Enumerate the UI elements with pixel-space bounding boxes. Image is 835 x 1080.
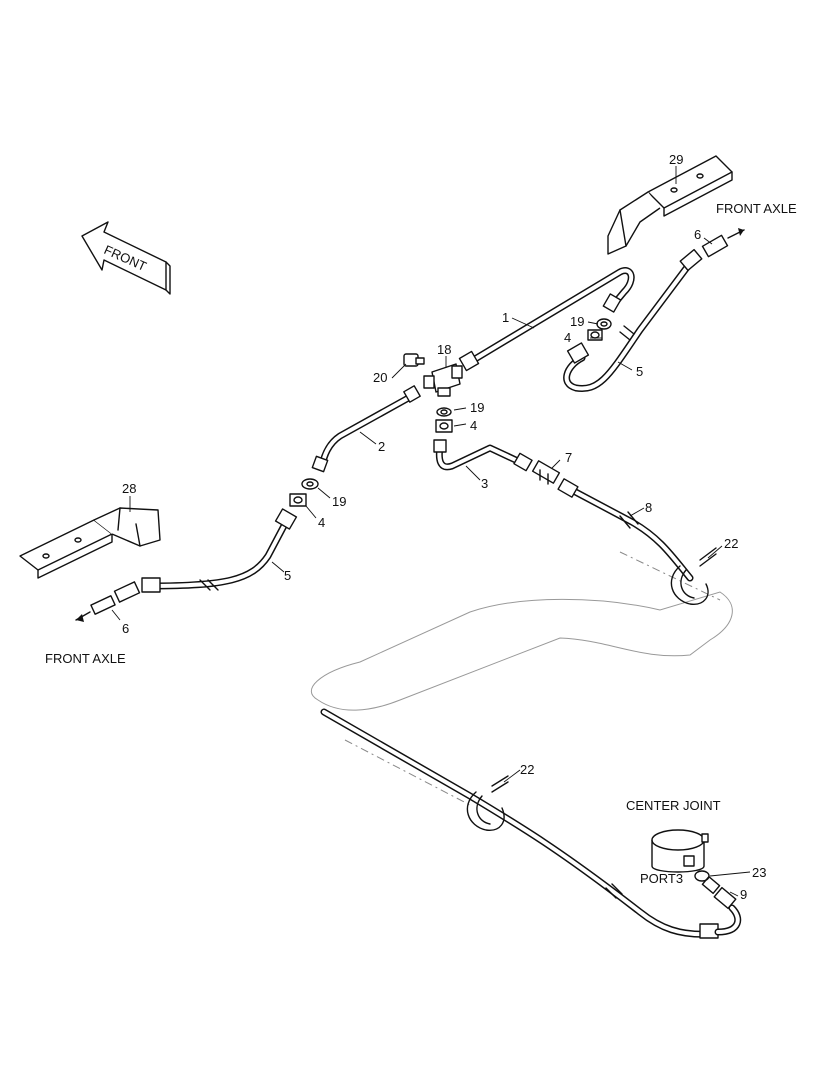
callout-28: 28 xyxy=(122,481,136,496)
callout-4-left: 4 xyxy=(318,515,325,530)
callout-19-center: 19 xyxy=(470,400,484,415)
washer-19-center xyxy=(436,407,452,417)
callout-18: 18 xyxy=(437,342,451,357)
o-ring-23 xyxy=(694,870,710,882)
callout-4-upper: 4 xyxy=(564,330,571,345)
clamp-22-upper xyxy=(670,547,717,605)
callout-19-left: 19 xyxy=(332,494,346,509)
caption-center-joint: CENTER JOINT xyxy=(626,798,721,813)
center-joint xyxy=(651,829,709,873)
tee-fitting-18 xyxy=(423,363,463,397)
tube-2 xyxy=(311,385,421,473)
nut-4-center xyxy=(435,419,453,433)
fitting-6-lower xyxy=(75,581,141,622)
caption-front-axle-left: FRONT AXLE xyxy=(45,651,126,666)
callout-8: 8 xyxy=(645,500,652,515)
nut-4-upper xyxy=(587,329,603,341)
callout-4-center: 4 xyxy=(470,418,477,433)
callout-6-lower: 6 xyxy=(122,621,129,636)
clamp-22-lower xyxy=(466,775,509,831)
washer-19-left xyxy=(301,478,319,490)
callout-22-lower: 22 xyxy=(520,762,534,777)
tube-3 xyxy=(433,439,533,472)
callout-20: 20 xyxy=(373,370,387,385)
caption-front-axle-top: FRONT AXLE xyxy=(716,201,797,216)
callout-23: 23 xyxy=(752,865,766,880)
washer-19-upper xyxy=(596,318,612,330)
callout-3: 3 xyxy=(481,476,488,491)
callout-2: 2 xyxy=(378,439,385,454)
fitting-6-upper xyxy=(701,228,745,258)
callout-29: 29 xyxy=(669,152,683,167)
hose-8 xyxy=(557,478,694,582)
captions: FRONT AXLE FRONT AXLE CENTER JOINT PORT3 xyxy=(45,201,797,886)
nut-4-left xyxy=(289,493,307,507)
bracket-28 xyxy=(19,507,161,579)
callout-19-upper: 19 xyxy=(570,314,584,329)
callout-7: 7 xyxy=(565,450,572,465)
hose-to-center-joint xyxy=(320,708,742,939)
callout-22-upper: 22 xyxy=(724,536,738,551)
fitting-7 xyxy=(531,460,561,485)
callout-5-upper: 5 xyxy=(636,364,643,379)
hose-5-lower xyxy=(141,508,298,593)
callout-labels: 29 6 1 19 4 5 18 20 19 4 2 3 7 8 22 28 1… xyxy=(122,152,766,902)
callout-6-upper: 6 xyxy=(694,227,701,242)
leader-lines xyxy=(111,166,751,897)
callout-5-lower: 5 xyxy=(284,568,291,583)
bracket-29 xyxy=(607,155,733,255)
tube-1 xyxy=(458,267,635,372)
callout-9: 9 xyxy=(740,887,747,902)
caption-port3: PORT3 xyxy=(640,871,683,886)
callout-1: 1 xyxy=(502,310,509,325)
hose-5-upper xyxy=(563,248,703,393)
front-direction-arrow: FRONT xyxy=(81,221,171,295)
plug-20 xyxy=(403,353,425,367)
